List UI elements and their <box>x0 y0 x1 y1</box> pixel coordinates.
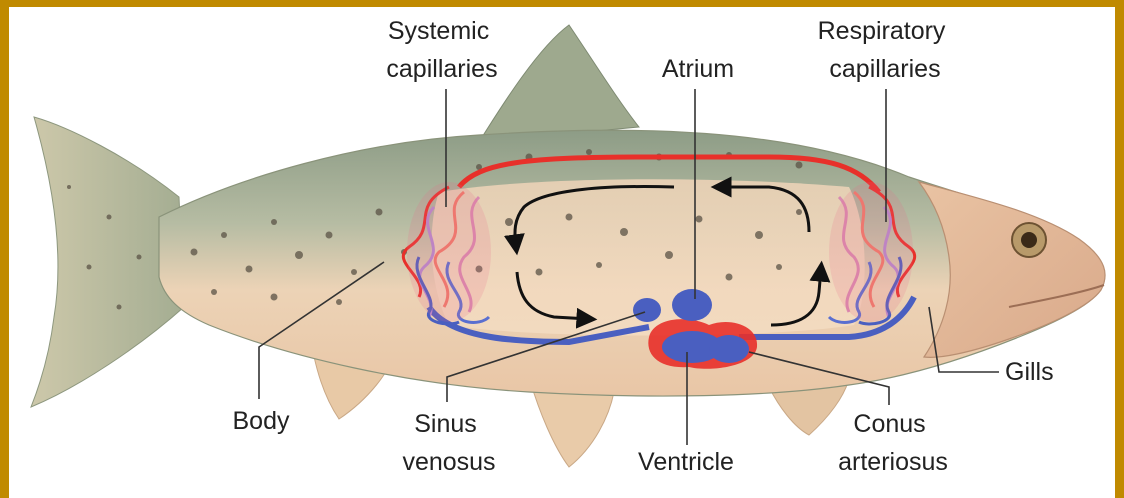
label-sinus-venosus-line2: venosus <box>402 448 495 476</box>
label-sinus-venosus: Sinus venosus <box>402 410 495 476</box>
sinus-venosus-shape <box>633 298 661 322</box>
label-respiratory-capillaries-line1: Respiratory <box>818 17 946 45</box>
label-respiratory-capillaries: Respiratory capillaries <box>818 17 953 83</box>
label-conus-arteriosus-line1: Conus <box>853 410 925 438</box>
label-gills: Gills <box>1005 358 1054 386</box>
dorsal-fin <box>479 25 639 142</box>
label-respiratory-capillaries-line2: capillaries <box>829 55 940 83</box>
label-atrium: Atrium <box>662 55 734 83</box>
label-ventricle: Ventricle <box>638 448 734 476</box>
label-systemic-capillaries-line1: Systemic <box>388 17 489 45</box>
label-systemic-capillaries: Systemic capillaries <box>386 17 497 83</box>
atrium-shape <box>672 289 712 321</box>
label-systemic-capillaries-line2: capillaries <box>386 55 497 83</box>
label-conus-arteriosus: Conus arteriosus <box>838 410 948 476</box>
pupil <box>1021 232 1037 248</box>
fish-circulation-diagram: Systemic capillaries Atrium Respiratory … <box>9 7 1115 498</box>
label-conus-arteriosus-line2: arteriosus <box>838 448 948 476</box>
label-sinus-venosus-line1: Sinus <box>414 410 477 438</box>
label-body: Body <box>233 407 290 435</box>
